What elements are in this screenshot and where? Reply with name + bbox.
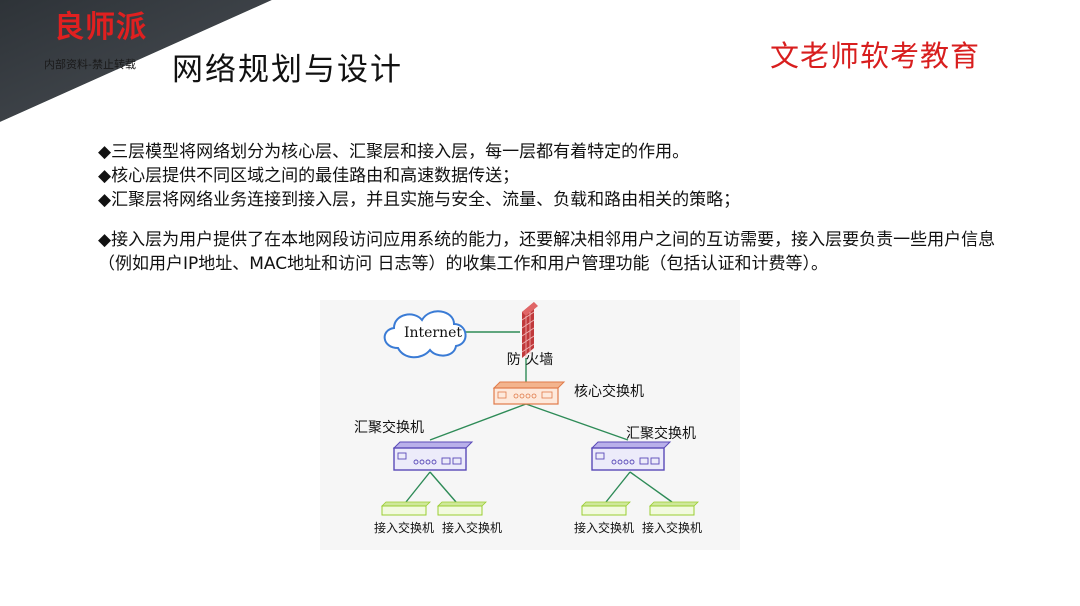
core-switch-label: 核心交换机: [574, 383, 644, 400]
bullet-aggregation-layer: ◆汇聚层将网络业务连接到接入层，并且实施与安全、流量、负载和路由相关的策略；: [98, 190, 741, 210]
aggregation-switch-right-icon: [590, 441, 672, 471]
bullet-core-layer: ◆核心层提供不同区域之间的最佳路由和高速数据传送；: [98, 166, 520, 186]
access-switch-3-label: 接入交换机: [574, 520, 634, 535]
page-title: 网络规划与设计: [172, 52, 403, 88]
access-switch-1-icon: [381, 501, 431, 516]
firewall-icon: [521, 302, 538, 358]
core-switch-icon: [492, 381, 566, 405]
internet-label: Internet: [404, 325, 462, 341]
internet-cloud-icon: [383, 310, 467, 359]
topology-links: [405, 331, 673, 503]
access-switch-4-label: 接入交换机: [642, 520, 702, 535]
topology-svg: Internet 防 火墙: [354, 302, 702, 535]
logo-text: 良师派: [54, 10, 147, 45]
brand-text: 文老师软考教育: [770, 39, 981, 73]
aggregation-switch-right-label: 汇聚交换机: [626, 425, 696, 442]
aggregation-switch-left-label: 汇聚交换机: [354, 419, 424, 436]
content-body: ◆三层模型将网络划分为核心层、汇聚层和接入层，每一层都有着特定的作用。 ◆核心层…: [98, 140, 1018, 276]
bullet-core-model: ◆三层模型将网络划分为核心层、汇聚层和接入层，每一层都有着特定的作用。: [98, 142, 690, 162]
access-switch-4-icon: [649, 501, 699, 516]
network-topology-diagram: Internet 防 火墙: [320, 300, 740, 550]
access-switch-2-label: 接入交换机: [442, 520, 502, 535]
aggregation-switch-left-icon: [392, 441, 474, 471]
access-switch-2-icon: [437, 501, 487, 516]
firewall-label: 防 火墙: [507, 352, 553, 368]
access-switch-1-label: 接入交换机: [374, 520, 434, 535]
access-switch-3-icon: [581, 501, 631, 516]
watermark-text: 内部资料-禁止转载: [44, 58, 136, 71]
bullet-access-layer: ◆接入层为用户提供了在本地网段访问应用系统的能力，还要解决相邻用户之间的互访需要…: [98, 230, 996, 274]
